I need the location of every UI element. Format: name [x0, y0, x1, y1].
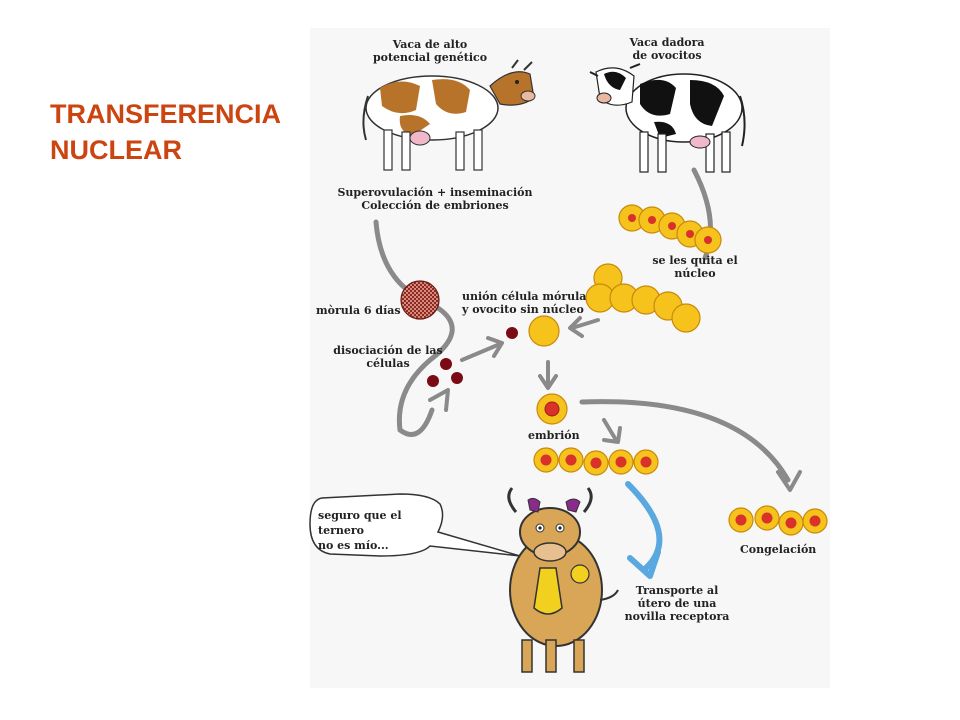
label-superovulation-line-2: Colección de embriones — [361, 199, 509, 212]
arrow-embryo-to-row — [602, 418, 622, 444]
arrow-enucleated-to-union — [568, 316, 600, 338]
label-remove-nucleus: se les quita el núcleo — [640, 254, 750, 280]
label-remove-nucleus-line-1: se les quita el — [652, 254, 738, 267]
fused-cell-icon — [528, 315, 560, 347]
label-morula: mòrula 6 días — [316, 304, 401, 317]
enucleated-oocytes — [585, 263, 701, 333]
embryo-icon — [536, 393, 568, 425]
speech-line-1: seguro que el ternero — [318, 509, 402, 537]
label-dissociation-line-1: disociación de las — [333, 344, 443, 357]
label-superovulation-line-1: Superovulación + inseminación — [337, 186, 533, 199]
arrow-to-freezing-head — [776, 470, 802, 492]
label-genetic-donor-cow: Vaca de alto potencial genético — [360, 38, 500, 64]
curve-to-freezing — [579, 399, 791, 483]
genetic-donor-cow-icon — [362, 59, 536, 171]
dissociated-cells — [427, 327, 518, 387]
slide-title: TRANSFERENCIA NUCLEAR — [50, 96, 281, 168]
label-remove-nucleus-line-2: núcleo — [674, 267, 716, 280]
label-transport: Transporte al útero de una novilla recep… — [622, 584, 732, 623]
label-genetic-donor-line-1: Vaca de alto — [392, 38, 468, 51]
speech-line-2: no es mío... — [318, 539, 389, 552]
label-transport-line-1: Transporte al — [635, 584, 719, 597]
label-superovulation: Superovulación + inseminación Colección … — [330, 186, 540, 212]
arrow-union-to-embryo — [538, 360, 558, 390]
label-union-line-2: y ovocito sin núcleo — [462, 303, 584, 316]
label-genetic-donor-line-2: potencial genético — [372, 51, 488, 64]
receptor-heifer-icon — [507, 487, 619, 673]
curve-morula-to-dissociation — [396, 305, 455, 437]
transfer-arrow — [625, 481, 663, 579]
morula-icon — [400, 280, 440, 320]
label-embryo: embrión — [528, 429, 580, 442]
label-union: unión célula mórula y ovocito sin núcleo — [462, 290, 586, 316]
speech-bubble-text: seguro que el ternero no es mío... — [318, 508, 438, 553]
curve-superovulation-to-morula — [373, 219, 413, 295]
label-oocyte-donor-line-1: Vaca dadora — [629, 36, 705, 49]
label-transport-line-3: novilla receptora — [624, 610, 730, 623]
label-oocyte-donor-cow: Vaca dadora de ovocitos — [612, 36, 722, 62]
label-freezing: Congelación — [740, 543, 817, 556]
arrow-to-dissociation-cells — [428, 388, 450, 412]
label-dissociation: disociación de las células — [328, 344, 448, 370]
frozen-embryos — [728, 505, 828, 536]
arrow-cells-to-union — [460, 336, 504, 362]
oocyte-donor-cow-icon — [589, 63, 746, 173]
title-line-1: TRANSFERENCIA — [50, 99, 282, 129]
label-dissociation-line-2: células — [366, 357, 410, 370]
label-oocyte-donor-line-2: de ovocitos — [632, 49, 702, 62]
flow-arrows — [428, 316, 802, 492]
label-transport-line-2: útero de una — [637, 597, 717, 610]
embryo-row — [533, 447, 659, 476]
oocytes-with-nucleus — [618, 204, 722, 254]
speech-bubble — [309, 493, 521, 557]
label-union-line-1: unión célula mórula — [462, 290, 587, 303]
title-line-2: NUCLEAR — [50, 135, 182, 165]
